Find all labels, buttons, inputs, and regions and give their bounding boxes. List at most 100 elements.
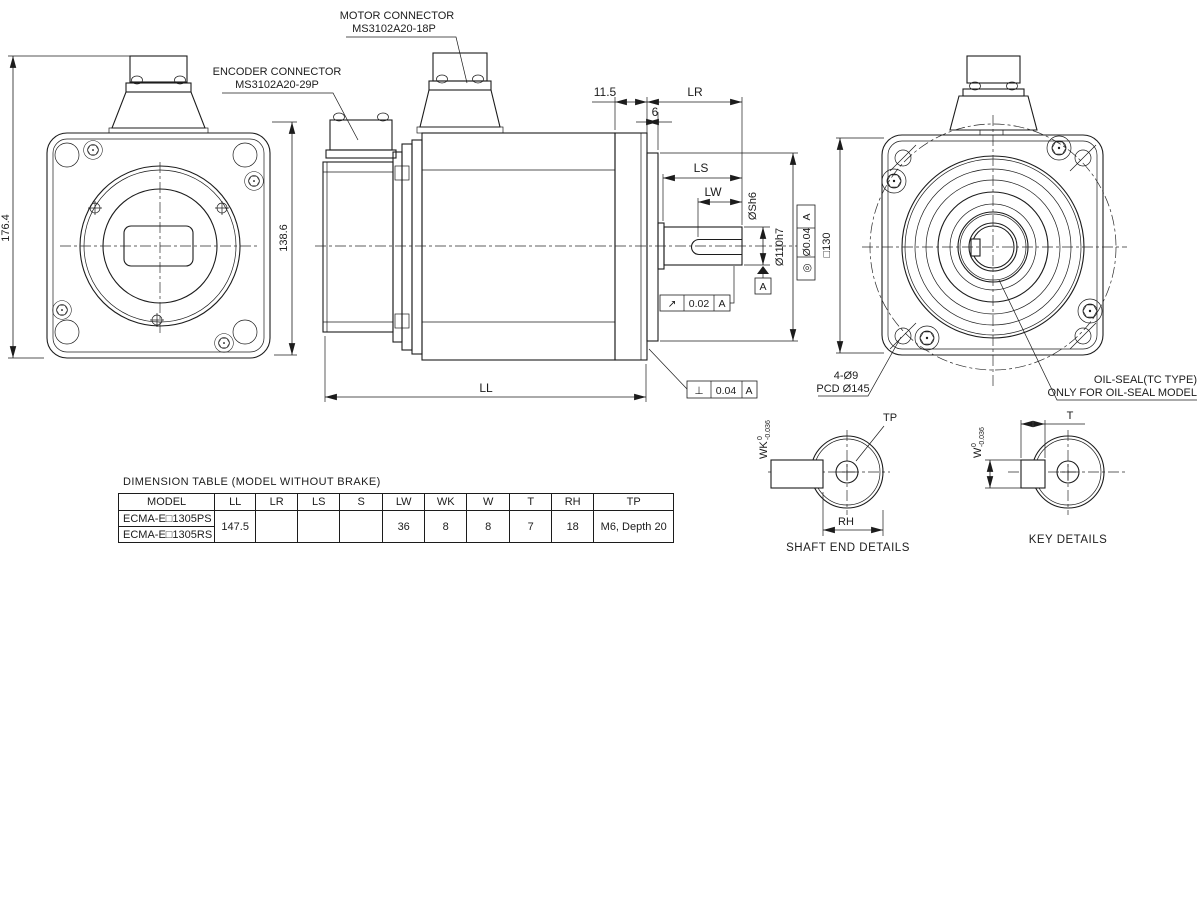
- pilot-diameter-label: Ø110h7: [774, 228, 786, 266]
- datum-a-label: A: [759, 281, 766, 293]
- rear-view: 176.4 138.6: [0, 55, 297, 359]
- encoder-connector-leader: [222, 92, 359, 141]
- front-view-connector: [949, 55, 1038, 136]
- perpendicularity-value: 0.04: [716, 385, 737, 397]
- oil-seal-leader: [998, 279, 1197, 401]
- dim-pilot-diameter: Ø110h7: [660, 152, 798, 342]
- tp-label: TP: [883, 412, 897, 424]
- key-detail-caption: KEY DETAILS: [1029, 534, 1108, 546]
- motor-connector-part: MS3102A20-18P: [352, 23, 436, 35]
- dim-lr-label: LR: [687, 85, 703, 99]
- dim-square-label: □130: [821, 233, 833, 258]
- dimension-table-title: DIMENSION TABLE (MODEL WITHOUT BRAKE): [123, 476, 381, 488]
- motor-connector-label: MOTOR CONNECTOR MS3102A20-18P: [340, 10, 468, 84]
- value-tp: M6, Depth 20: [593, 510, 675, 543]
- rear-flange-outline: [46, 132, 271, 359]
- holes-count-label: 4-Ø9: [834, 370, 858, 382]
- shaft-end-key: [770, 459, 824, 489]
- runout-value: 0.02: [689, 298, 710, 310]
- value-ll: 147.5: [214, 510, 257, 543]
- col-header-rh: RH: [551, 493, 595, 511]
- front-flange-outline: [881, 134, 1104, 356]
- rear-corner-holes: [54, 142, 258, 345]
- side-view: MOTOR CONNECTOR MS3102A20-18P ENCODER CO…: [213, 10, 816, 402]
- dim-connector-height-label: 138.6: [278, 224, 290, 252]
- rear-view-connector: [108, 55, 209, 134]
- w-label: W: [972, 447, 984, 458]
- encoder-connector-label: ENCODER CONNECTOR MS3102A20-29P: [213, 66, 359, 141]
- dim-shaft-diameter: ØSh6 A: [744, 192, 772, 295]
- dim-ls: LS: [662, 161, 742, 221]
- mounting-holes-label: 4-Ø9 PCD Ø145: [816, 336, 902, 397]
- gdt-runout-frame: ↗ 0.02 A: [659, 266, 735, 312]
- dim-tp: TP: [855, 412, 897, 462]
- dim-t: T: [1020, 410, 1085, 458]
- table-row-model-rs: ECMA-E□1305RS: [117, 526, 674, 543]
- side-encoder-connector: [325, 112, 397, 159]
- dim-lr: LR: [647, 85, 743, 225]
- runout-symbol: ↗: [668, 298, 677, 310]
- shaft-end-detail: WK 0 -0.036 TP RH SHAFT END DETAILS: [757, 412, 909, 554]
- value-w: 8: [466, 510, 511, 543]
- side-motor-body: [411, 132, 659, 361]
- dim-6: 6: [636, 105, 672, 150]
- concentricity-datum: A: [801, 213, 813, 220]
- dim-ll-label: LL: [479, 381, 493, 395]
- dim-rh: RH: [822, 492, 884, 536]
- col-header-lw: LW: [382, 493, 426, 511]
- datum-a-triangle: [757, 266, 769, 274]
- value-lr: [255, 510, 299, 543]
- dim-ll: LL: [324, 336, 647, 402]
- concentricity-symbol: ◎: [801, 263, 813, 272]
- gdt-concentricity-frame: A Ø0.04 ◎: [796, 204, 816, 281]
- oil-seal-line2: ONLY FOR OIL-SEAL MODEL: [1047, 387, 1197, 399]
- front-view: □130 4-Ø9 PCD Ø145 OIL-SEAL(TC TYPE) ONL…: [816, 55, 1197, 401]
- key-detail: T W 0 -0.036 KEY DETAILS: [971, 410, 1128, 546]
- wk-label: WK: [758, 441, 770, 459]
- front-centerlines: [862, 115, 1127, 388]
- rear-centerlines: [60, 162, 258, 335]
- col-header-ll: LL: [214, 493, 257, 511]
- dim-176-4: 176.4: [0, 55, 130, 359]
- shaft-diameter-label: ØSh6: [747, 192, 759, 220]
- col-header-t: T: [509, 493, 553, 511]
- col-header-tp: TP: [593, 493, 675, 511]
- w-tol-lower: -0.036: [979, 427, 986, 447]
- dim-wk: WK 0 -0.036: [757, 420, 772, 459]
- dim-pilot-depth-label: 6: [652, 105, 659, 119]
- encoder-connector-part: MS3102A20-29P: [235, 79, 319, 91]
- table-row-model-ps: ECMA-E□1305PS 147.5 36 8 8 7 18 M6, Dept…: [117, 510, 675, 543]
- col-header-w: W: [466, 493, 511, 511]
- encoder-connector-name: ENCODER CONNECTOR: [213, 66, 342, 78]
- dim-w: W 0 -0.036: [971, 427, 1021, 489]
- datum-a-frame: [754, 277, 772, 295]
- model-cell-ps: ECMA-E□1305PS: [117, 510, 216, 527]
- side-motor-connector: [416, 52, 504, 134]
- w-tol-upper: 0: [971, 443, 978, 447]
- oil-seal-label: OIL-SEAL(TC TYPE) ONLY FOR OIL-SEAL MODE…: [998, 279, 1197, 401]
- motor-connector-name: MOTOR CONNECTOR: [340, 10, 455, 22]
- perpendicularity-datum: A: [745, 385, 752, 397]
- col-header-lr: LR: [255, 493, 299, 511]
- concentricity-value: Ø0.04: [801, 228, 813, 257]
- front-flange-inner-contour: [887, 140, 1098, 350]
- front-corner-holes: [889, 144, 1097, 350]
- front-shaft-keyway: [970, 238, 981, 257]
- col-header-s: S: [339, 493, 384, 511]
- dim-total-height-label: 176.4: [0, 214, 12, 242]
- wk-tol-upper: 0: [757, 436, 764, 440]
- dim-square-130: □130: [821, 137, 884, 354]
- value-t: 7: [509, 510, 553, 543]
- perpendicularity-symbol: ⊥: [694, 385, 703, 397]
- runout-datum: A: [718, 298, 725, 310]
- rear-flange-inner-contour: [52, 138, 265, 353]
- value-wk: 8: [424, 510, 468, 543]
- dim-lw-label: LW: [704, 185, 722, 199]
- key-section: [1020, 459, 1046, 489]
- wk-tol-lower: -0.036: [765, 420, 772, 440]
- value-lw: 36: [382, 510, 426, 543]
- shaft-keyway: [691, 238, 742, 256]
- dim-ls-label: LS: [694, 161, 709, 175]
- col-header-wk: WK: [424, 493, 468, 511]
- value-rh: 18: [551, 510, 595, 543]
